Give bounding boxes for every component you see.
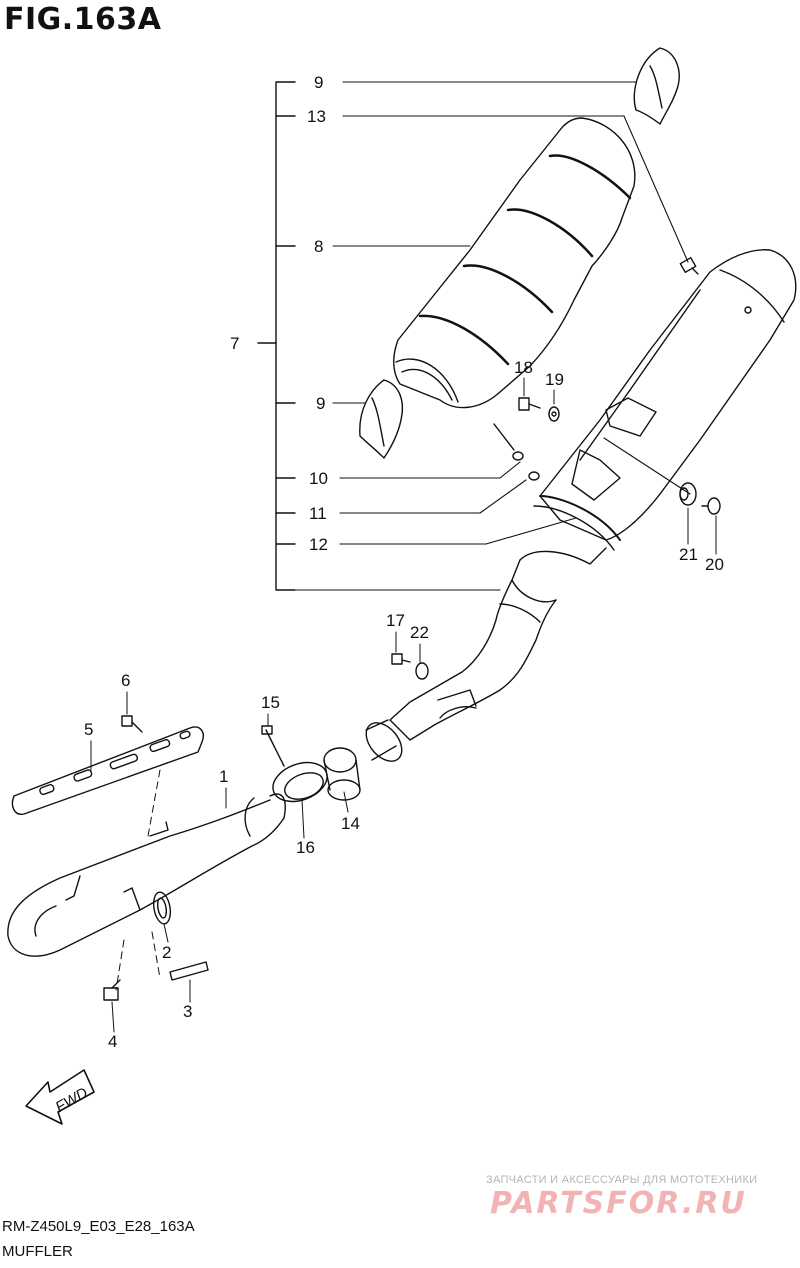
figure-section-name: MUFFLER xyxy=(2,1243,73,1260)
heat-guard-5 xyxy=(11,726,204,815)
bushing-21 xyxy=(679,482,697,506)
callout-13: 13 xyxy=(307,107,326,126)
callout-9-lower: 9 xyxy=(316,394,325,413)
stud-3 xyxy=(169,961,209,981)
bolt-18 xyxy=(518,397,541,411)
callout-9-top: 9 xyxy=(314,73,323,92)
callout-2: 2 xyxy=(162,943,171,962)
gasket-14 xyxy=(323,747,361,801)
callout-11: 11 xyxy=(309,504,327,523)
callout-10: 10 xyxy=(309,469,328,488)
callout-15: 15 xyxy=(261,693,280,712)
washer-22 xyxy=(415,662,429,680)
washer-19 xyxy=(548,406,560,422)
washer-11 xyxy=(528,471,540,481)
fwd-direction-arrow: FWD xyxy=(25,1069,95,1125)
callout-4: 4 xyxy=(108,1032,117,1051)
callout-1: 1 xyxy=(219,767,228,786)
callout-18: 18 xyxy=(514,358,533,377)
callout-19: 19 xyxy=(545,370,564,389)
alignment-lines xyxy=(115,769,161,991)
callout-14: 14 xyxy=(341,814,360,833)
callout-16: 16 xyxy=(296,838,315,857)
bolt-15 xyxy=(261,725,285,767)
protector-lower xyxy=(359,379,404,459)
callout-3: 3 xyxy=(183,1002,192,1021)
callout-20: 20 xyxy=(705,555,724,574)
rivet-10 xyxy=(493,423,524,461)
callout-17: 17 xyxy=(386,611,405,630)
callout-5: 5 xyxy=(84,720,93,739)
bolt-6 xyxy=(121,715,143,733)
callout-12: 12 xyxy=(309,535,328,554)
callout-22: 22 xyxy=(410,623,429,642)
figure-model-code: RM-Z450L9_E03_E28_163A xyxy=(2,1218,195,1235)
callout-ticks xyxy=(90,377,717,1033)
watermark-tagline: ЗАПЧАСТИ И АКСЕССУАРЫ ДЛЯ МОТОТЕХНИКИ xyxy=(486,1174,758,1186)
nut-4 xyxy=(103,979,121,1001)
muffler-silencer xyxy=(511,249,797,603)
bolt-13 xyxy=(679,256,699,275)
leader-lines xyxy=(295,81,691,591)
callout-8: 8 xyxy=(314,237,323,256)
watermark-logo: PARTSFOR.RU xyxy=(490,1186,747,1221)
callout-6: 6 xyxy=(121,671,130,690)
protector-top xyxy=(633,47,680,125)
connecting-pipe xyxy=(365,579,557,762)
figure-title: FIG.163A xyxy=(4,2,162,37)
gasket-2 xyxy=(152,891,172,925)
bolt-17 xyxy=(391,653,411,665)
callout-21: 21 xyxy=(679,545,698,564)
muffler-cover xyxy=(393,117,636,409)
clamp-16 xyxy=(272,761,328,803)
exhaust-pipe-1 xyxy=(7,793,286,957)
assembly-bracket xyxy=(257,81,296,591)
callout-7: 7 xyxy=(230,334,239,353)
collar-20 xyxy=(701,497,721,515)
